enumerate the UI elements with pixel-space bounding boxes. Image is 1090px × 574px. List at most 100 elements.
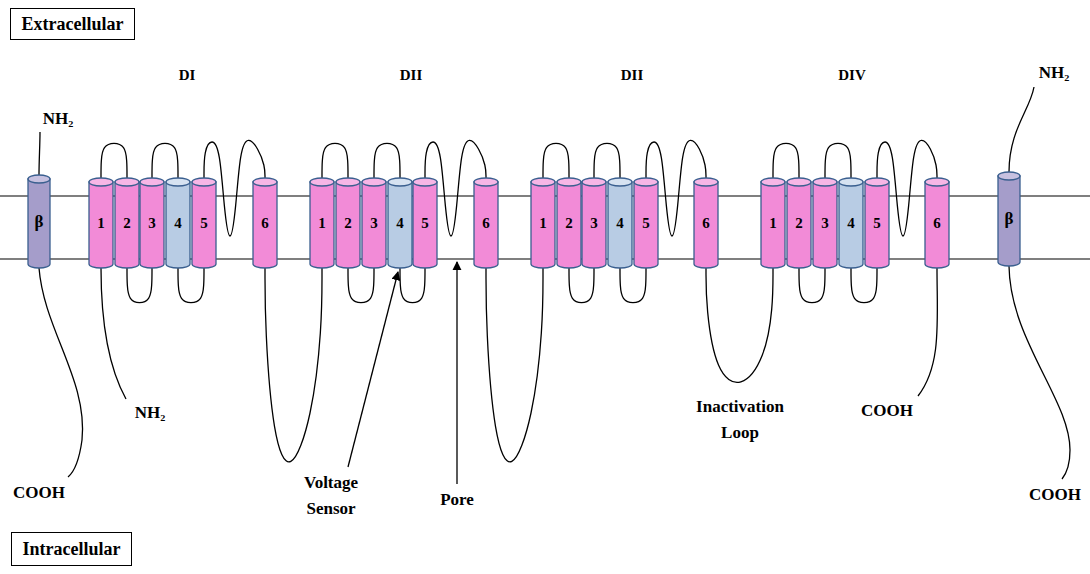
cylinder-body [474,182,498,268]
transmembrane-segment: 1 [310,178,334,268]
cylinder-top [336,178,360,186]
cylinder-body [813,182,837,268]
peptide-loop [569,268,594,303]
cylinder-top [413,178,437,186]
terminus-tail [1009,266,1070,479]
segment-number: 3 [821,215,829,232]
segment-number: 2 [123,215,131,232]
transmembrane-segment: 2 [336,178,360,268]
cylinder-top [865,178,889,186]
peptide-loop [101,143,127,178]
transmembrane-segment: 2 [557,178,581,268]
transmembrane-segment: 1 [531,178,555,268]
segment-number: 5 [421,215,429,232]
cylinder-body [839,182,863,268]
cylinder-top [557,178,581,186]
transmembrane-segment: 4 [608,178,632,268]
transmembrane-segment: 4 [166,178,190,268]
segment-number: β [35,212,44,232]
transmembrane-segment: 4 [388,178,412,268]
transmembrane-segment: 6 [925,178,949,268]
cylinder-body [998,176,1020,266]
cylinder-top [388,178,412,186]
segment-number: 6 [482,215,490,232]
cylinder-top [474,178,498,186]
terminus-label: NH₂ [135,400,166,426]
peptide-loop [594,143,620,178]
terminus-tail [918,268,937,396]
cylinder-body [28,179,50,268]
cylinder-top [115,178,139,186]
segment-number: 4 [616,215,624,232]
cylinder-body [925,182,949,268]
cylinder-top [253,178,277,186]
terminus-label: NH₂ [43,106,74,132]
transmembrane-segment: 1 [761,178,785,268]
domain-label: DIV [838,64,866,87]
cylinder-top [362,178,386,186]
peptide-loop [322,143,348,178]
region-label: Extracellular [22,14,124,35]
transmembrane-segment: 5 [634,178,658,268]
transmembrane-segment: 1 [89,178,113,268]
cylinder-top [310,178,334,186]
beta-subunit: β [998,172,1020,266]
cylinder-body [694,182,718,268]
cylinder-top [813,178,837,186]
cylinder-top [582,178,606,186]
segment-number: 4 [174,215,182,232]
segment-number: 6 [933,215,941,232]
transmembrane-segment: 3 [140,178,164,268]
cylinder-body [608,182,632,268]
terminus-label: COOH [861,398,913,424]
cylinder-body [388,182,412,268]
cylinder-body [166,182,190,268]
cylinder-body [531,182,555,268]
transmembrane-segment: 3 [813,178,837,268]
segment-number: 3 [590,215,598,232]
transmembrane-segment: 5 [413,178,437,268]
cylinder-body [140,182,164,268]
cylinder-top [192,178,216,186]
segment-number: 1 [318,215,326,232]
region-label: Intracellular [23,539,121,560]
cylinder-top [531,178,555,186]
transmembrane-segment: 5 [192,178,216,268]
cylinder-top [925,178,949,186]
peptide-loop [706,268,773,382]
segment-number: 2 [344,215,352,232]
terminus-tail [101,268,126,399]
peptide-loop [127,268,152,303]
segment-number: 2 [565,215,573,232]
peptide-loop [374,143,400,178]
transmembrane-segment: 2 [787,178,811,268]
domain-label: DI [179,64,196,87]
peptide-loop [152,143,178,178]
cylinder-top [166,178,190,186]
peptide-loop [348,268,374,303]
segment-number: 3 [148,215,156,232]
cylinder-body [413,182,437,268]
transmembrane-segment: 6 [474,178,498,268]
cylinder-body [115,182,139,268]
terminus-tail [39,268,83,477]
cylinder-body [787,182,811,268]
terminus-tail [39,132,40,175]
peptide-loop [773,143,799,178]
cylinder-top [694,178,718,186]
leader-arrow [456,262,457,484]
peptide-loop [620,268,646,303]
peptide-loop [265,268,322,462]
transmembrane-segment: 6 [253,178,277,268]
cylinder-top [89,178,113,186]
segment-number: 4 [847,215,855,232]
transmembrane-segment: 6 [694,178,718,268]
cylinder-top [761,178,785,186]
segment-number: 4 [396,215,404,232]
segment-number: 5 [200,215,208,232]
cylinder-body [89,182,113,268]
terminus-label: COOH [1029,482,1081,508]
